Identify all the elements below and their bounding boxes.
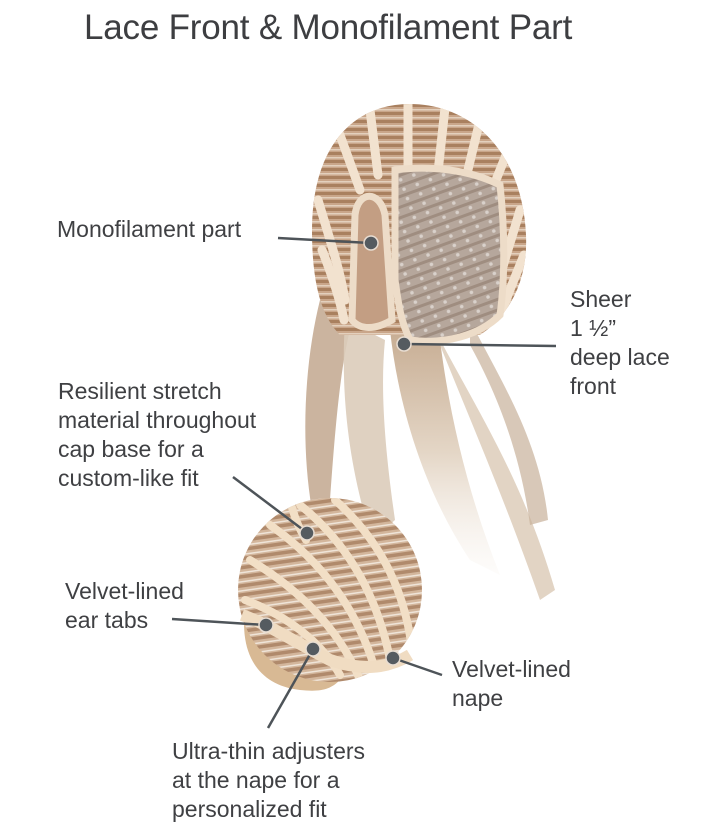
label-line: cap base for a [58,436,204,462]
label-line: personalized fit [172,796,327,822]
label-line: deep lace [570,344,670,370]
label-lace-front: Sheer 1 ½” deep lace front [570,285,670,401]
top-wig-hair [305,300,555,600]
callout-lace-front [396,336,557,352]
label-line: Ultra-thin adjusters [172,738,366,764]
label-line: at the nape for a [172,767,340,793]
label-adjusters: Ultra-thin adjusters at the nape for a p… [172,737,365,824]
label-line: Resilient stretch [58,378,222,404]
label-line: Sheer [570,286,632,312]
label-nape: Velvet-lined nape [452,655,571,713]
callout-monofilament-part [277,235,379,251]
label-line: nape [452,685,504,711]
label-line: material throughout [58,407,257,433]
label-stretch-material: Resilient stretch material throughout ca… [58,377,256,493]
label-line: ear tabs [65,607,149,633]
callout-ear-tabs [171,617,274,633]
label-line: 1 ½” [570,315,617,341]
label-monofilament-part: Monofilament part [57,215,241,244]
callout-adjusters [266,641,321,729]
label-line: Velvet-lined [65,578,184,604]
page-title: Lace Front & Monofilament Part [84,8,573,47]
label-line: Velvet-lined [452,656,571,682]
label-ear-tabs: Velvet-lined ear tabs [65,577,184,635]
label-line: front [570,373,617,399]
label-line: Monofilament part [57,216,242,242]
label-line: custom-like fit [58,465,199,491]
callout-nape [385,650,443,677]
callout-stretch-material [232,476,315,541]
top-wig-cap [312,104,527,345]
